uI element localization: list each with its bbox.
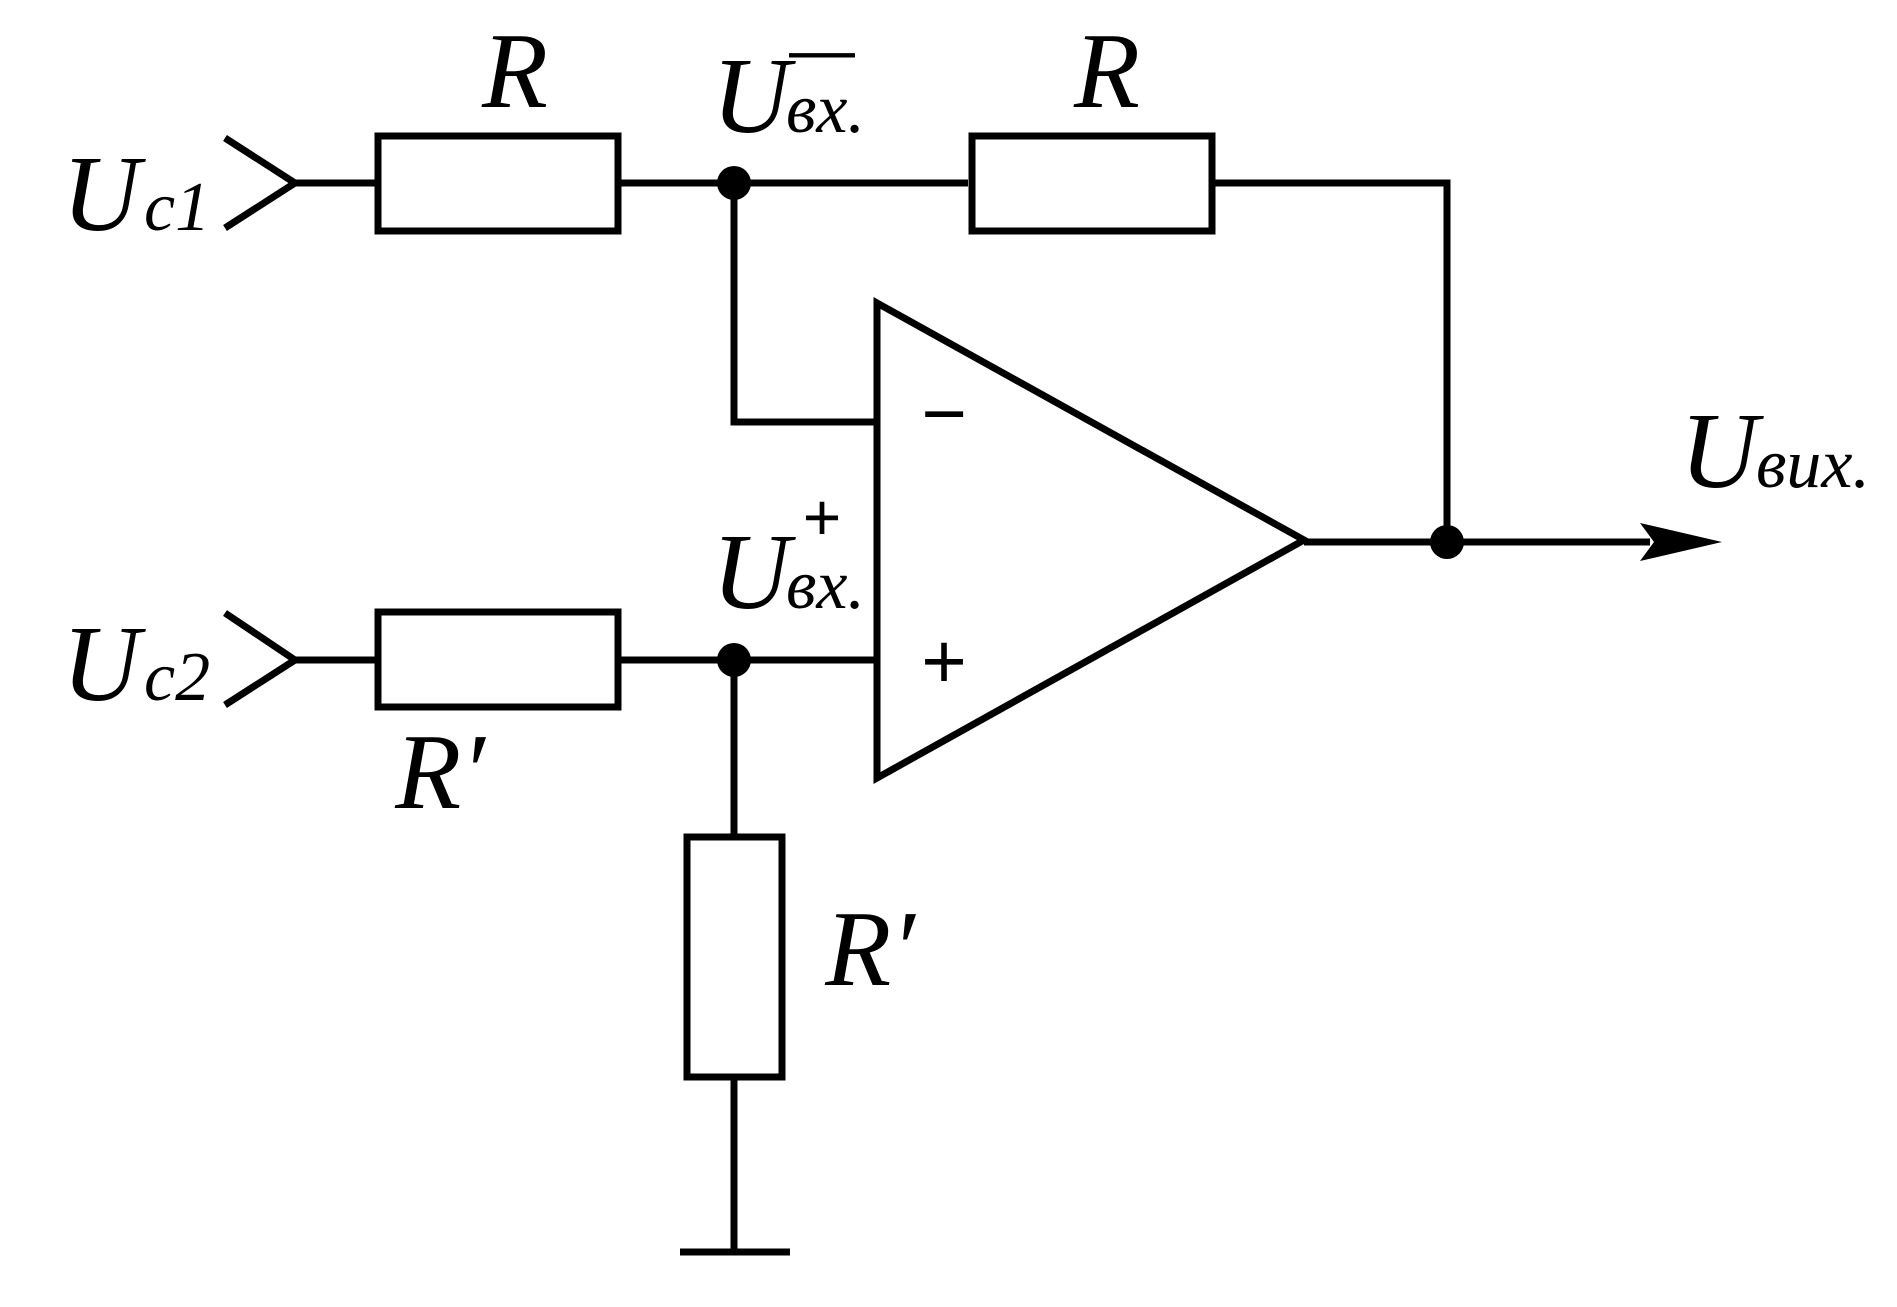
output-arrow	[1640, 523, 1722, 561]
label-u-in-plus-superscript: +	[803, 480, 842, 554]
label-uc1: Uc1	[62, 135, 210, 254]
input-terminal-1	[223, 135, 302, 231]
label-resistor-r-prime-shunt: R′	[824, 890, 916, 1009]
opamp-minus-sign: −	[921, 369, 967, 457]
resistor-r-feedback	[968, 132, 1216, 235]
opamp-triangle	[873, 297, 1312, 784]
opamp-plus-sign: +	[921, 617, 967, 705]
label-u-out: Uвих.	[1680, 392, 1870, 511]
resistor-r-prime-series	[374, 608, 622, 711]
label-u-in-plus: Uвх.	[712, 513, 865, 632]
wire-node-to-inverting-input	[730, 183, 875, 426]
junction-node-plus	[717, 643, 751, 677]
resistor-r-input	[374, 132, 622, 235]
resistor-r-prime-shunt	[683, 833, 786, 1081]
junction-node-minus	[717, 166, 751, 200]
label-resistor-r-input: R	[481, 12, 548, 131]
wire-feedback-loop	[1212, 179, 1451, 542]
label-resistor-r-prime-series: R′	[394, 713, 486, 832]
label-resistor-r-feedback: R	[1073, 12, 1140, 131]
input-terminal-2	[223, 610, 302, 708]
label-u-in-minus: Uвх.	[712, 37, 865, 156]
junction-output	[1430, 525, 1464, 559]
label-u-in-minus-superscript: —	[789, 12, 855, 86]
label-uc2: Uc2	[62, 605, 210, 724]
